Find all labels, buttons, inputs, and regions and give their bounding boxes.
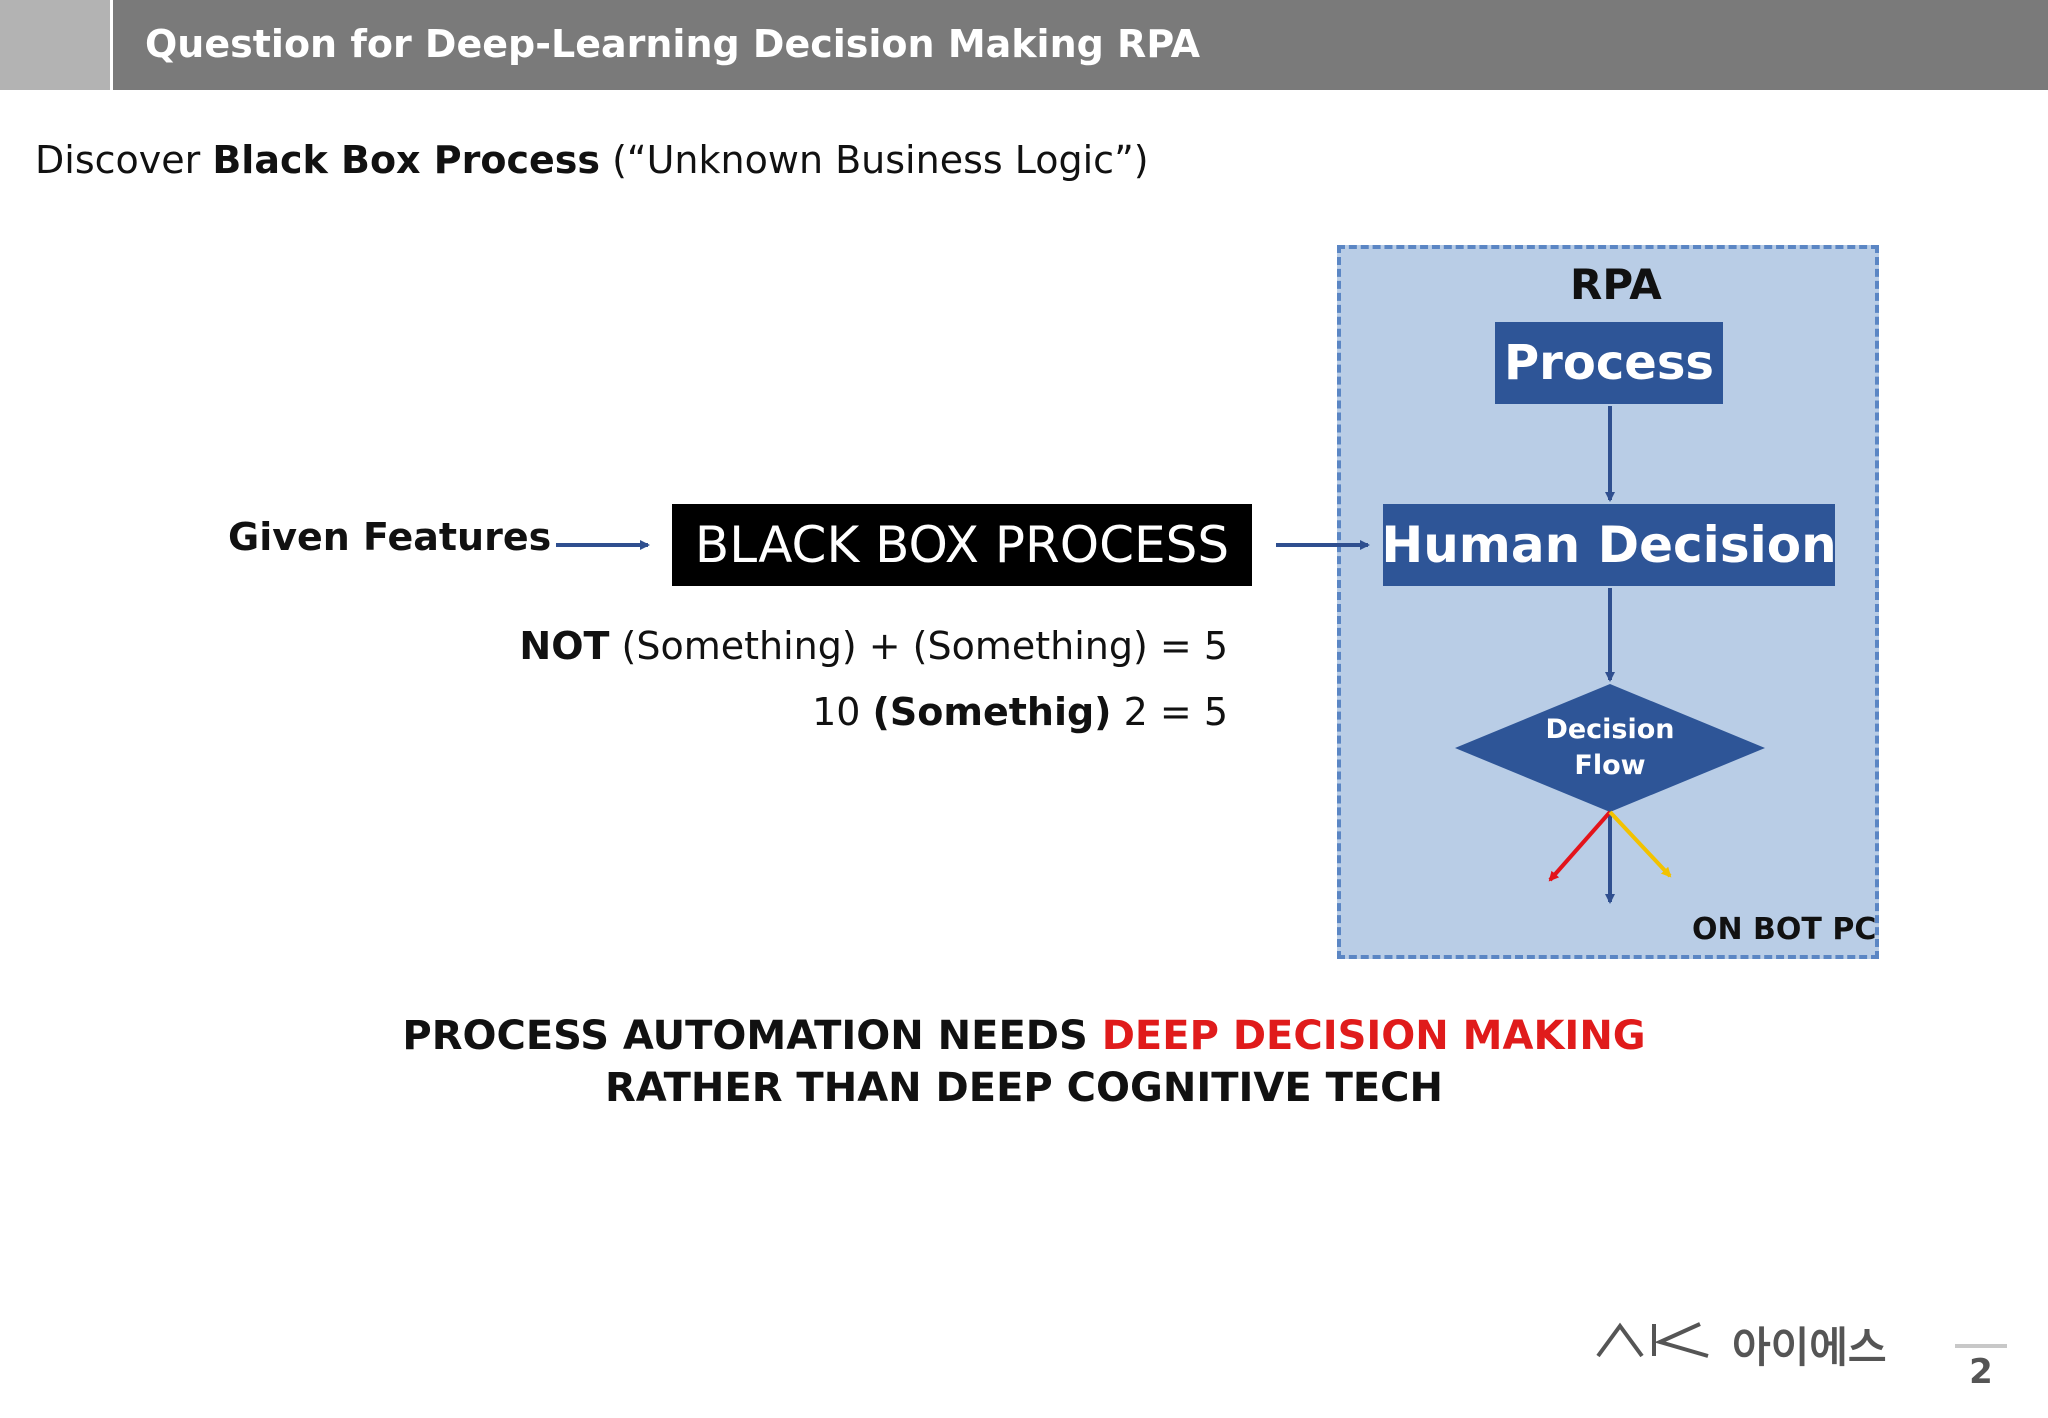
decision-diamond	[1455, 684, 1765, 812]
equation-not-keyword: NOT	[519, 624, 610, 668]
equation-somethig-prefix: 10	[812, 690, 873, 734]
on-bot-pc-label: ON BOT PC	[1692, 912, 1877, 947]
page-number: 2	[1969, 1352, 1993, 1392]
branch-arrow-red	[1548, 810, 1612, 882]
process-box: Process	[1495, 322, 1723, 404]
subtitle-prefix: Discover	[35, 138, 213, 182]
header-bar	[113, 0, 2048, 90]
equation-not-rest: (Something) + (Something) = 5	[609, 624, 1229, 668]
conclusion-highlight: DEEP DECISION MAKING	[1101, 1013, 1646, 1059]
subtitle-bold: Black Box Process	[212, 138, 601, 182]
equation-somethig-suffix: 2 = 5	[1111, 690, 1228, 734]
page-number-rule	[1955, 1344, 2007, 1348]
slide-subtitle: Discover Black Box Process (“Unknown Bus…	[35, 138, 1149, 182]
black-box-process: BLACK BOX PROCESS	[672, 504, 1252, 586]
decision-flow-line1: Decision	[1545, 714, 1675, 745]
decision-flow-line2: Flow	[1574, 750, 1646, 781]
company-logo-mark	[1596, 1322, 1709, 1358]
conclusion-line1-prefix: PROCESS AUTOMATION NEEDS	[402, 1013, 1102, 1059]
conclusion-line2: RATHER THAN DEEP COGNITIVE TECH	[604, 1065, 1444, 1111]
equation-not: NOT (Something) + (Something) = 5	[519, 624, 1228, 668]
rpa-title: RPA	[1570, 260, 1662, 309]
given-features-label: Given Features	[228, 515, 552, 559]
subtitle-suffix: (“Unknown Business Logic”)	[600, 138, 1149, 182]
conclusion-line1: PROCESS AUTOMATION NEEDS DEEP DECISION M…	[0, 1010, 2048, 1062]
company-logo-text: 아이에스	[1732, 1323, 1887, 1372]
conclusion-text: PROCESS AUTOMATION NEEDS DEEP DECISION M…	[0, 1010, 2048, 1114]
header-accent-tab	[0, 0, 110, 90]
slide-title: Question for Deep-Learning Decision Maki…	[145, 22, 1201, 66]
decision-flow-label: Decision Flow	[1510, 712, 1710, 784]
equation-somethig-bold: (Somethig)	[872, 690, 1112, 734]
human-decision-box: Human Decision	[1381, 504, 1837, 586]
branch-arrow-yellow	[1608, 810, 1672, 878]
equation-somethig: 10 (Somethig) 2 = 5	[812, 690, 1228, 734]
